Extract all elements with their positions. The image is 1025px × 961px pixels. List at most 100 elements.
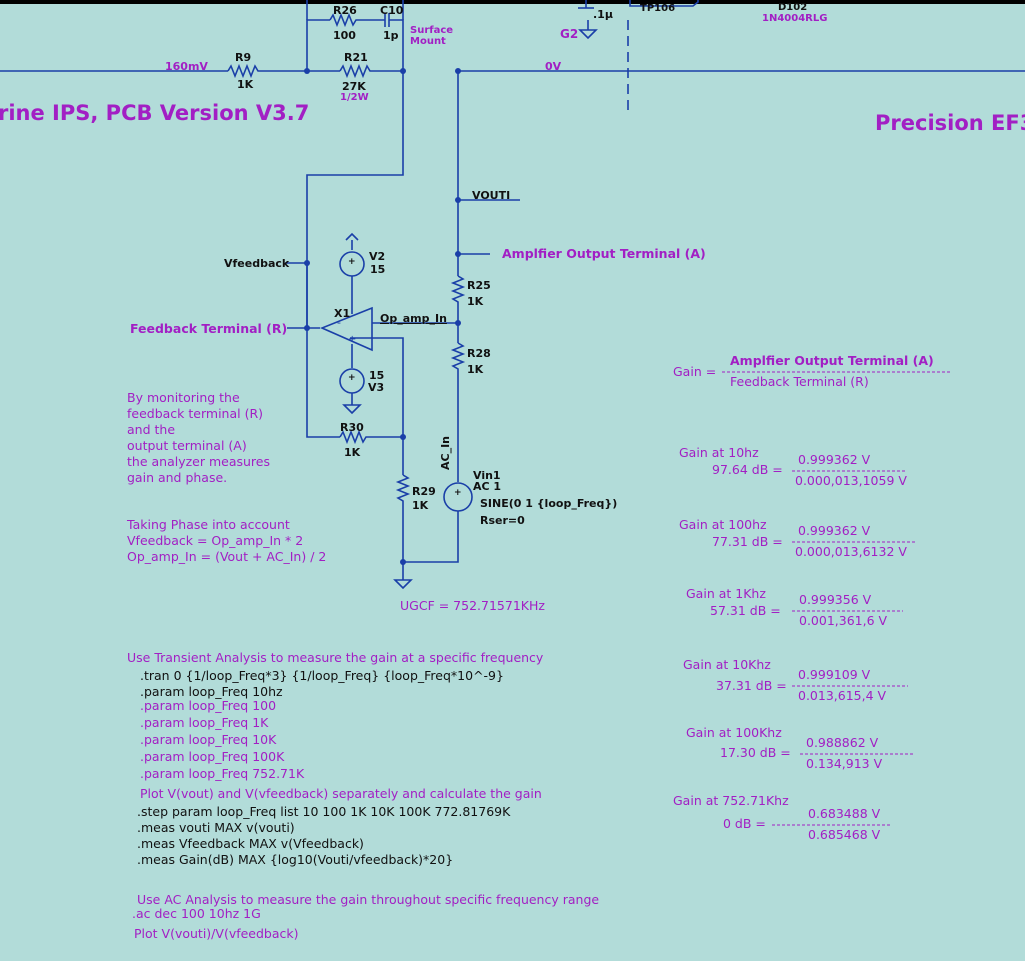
tran-line: .param loop_Freq 100 bbox=[140, 698, 277, 713]
vin1-value: AC 1 bbox=[473, 480, 502, 493]
d102-part: 1N4004RLG bbox=[762, 13, 828, 24]
phase-line: Op_amp_In = (Vout + AC_In) / 2 bbox=[127, 549, 327, 564]
ac-heading: Use AC Analysis to measure the gain thro… bbox=[137, 892, 600, 907]
net-0v: 0V bbox=[545, 60, 562, 73]
gain-formula-denominator: Feedback Terminal (R) bbox=[730, 374, 869, 389]
v3-plus: + bbox=[348, 373, 356, 383]
gain-title: Gain at 100Khz bbox=[686, 725, 782, 740]
r28-value: 1K bbox=[467, 363, 484, 376]
gain-den: 0.001,361,6 V bbox=[799, 613, 888, 628]
gain-title: Gain at 1Khz bbox=[686, 586, 766, 601]
v2-label[interactable]: V2 bbox=[369, 250, 386, 263]
net-ac-in: AC_In bbox=[439, 435, 452, 470]
gain-title: Gain at 752.71Khz bbox=[673, 793, 789, 808]
tran-line: .param loop_Freq 752.71K bbox=[140, 766, 305, 781]
c10-value: 1p bbox=[383, 29, 399, 42]
r30-value: 1K bbox=[344, 446, 361, 459]
gain-den: 0.000,013,1059 V bbox=[795, 473, 907, 488]
monitor-line: By monitoring the bbox=[127, 390, 240, 405]
tran-line: .tran 0 {1/loop_Freq*3} {1/loop_Freq} {l… bbox=[140, 668, 504, 683]
monitor-line: gain and phase. bbox=[127, 470, 228, 485]
phase-line: Taking Phase into account bbox=[127, 517, 290, 532]
r25-label[interactable]: R25 bbox=[467, 279, 491, 292]
gain-db: 0 dB = bbox=[723, 816, 766, 831]
r9-value: 1K bbox=[237, 78, 254, 91]
gain-num: 0.988862 V bbox=[806, 735, 879, 750]
ac-command: .ac dec 100 10hz 1G bbox=[132, 906, 261, 921]
vin1-rser: Rser=0 bbox=[480, 514, 525, 527]
c10-note: Surface Mount bbox=[410, 25, 454, 47]
ac-plot-note: Plot V(vouti)/V(vfeedback) bbox=[134, 926, 299, 941]
ugcf-value: UGCF = 752.71571KHz bbox=[400, 598, 545, 613]
gain-den: 0.685468 V bbox=[808, 827, 881, 842]
meas-line: .step param loop_Freq list 10 100 1K 10K… bbox=[137, 804, 511, 819]
net-160mv: 160mV bbox=[165, 60, 208, 73]
tran-line: .param loop_Freq 100K bbox=[140, 749, 285, 764]
tp106-label[interactable]: TP106 bbox=[640, 3, 676, 14]
net-vfeedback: Vfeedback bbox=[224, 257, 290, 270]
gain-title: Gain at 10hz bbox=[679, 445, 759, 460]
gain-db: 97.64 dB = bbox=[712, 462, 783, 477]
gain-num: 0.999109 V bbox=[798, 667, 871, 682]
gain-formula-numerator: Amplfier Output Terminal (A) bbox=[730, 353, 934, 368]
vin1-sine: SINE(0 1 {loop_Freq}) bbox=[480, 497, 618, 510]
r26-label[interactable]: R26 bbox=[333, 4, 357, 17]
c10-label[interactable]: C10 bbox=[380, 4, 404, 17]
gain-num: 0.683488 V bbox=[808, 806, 881, 821]
cap-top-value: .1μ bbox=[593, 8, 613, 21]
net-op-amp-in: Op_amp_In bbox=[380, 312, 447, 325]
meas-line: .meas vouti MAX v(vouti) bbox=[137, 820, 295, 835]
phase-line: Vfeedback = Op_amp_In * 2 bbox=[127, 533, 304, 548]
g2-label: G2 bbox=[560, 27, 579, 41]
gain-title: Gain at 10Khz bbox=[683, 657, 771, 672]
svg-text:-: - bbox=[337, 316, 341, 329]
transient-heading: Use Transient Analysis to measure the ga… bbox=[127, 650, 544, 665]
r21-label[interactable]: R21 bbox=[344, 51, 368, 64]
v3-label[interactable]: V3 bbox=[368, 381, 385, 394]
r9-label[interactable]: R9 bbox=[235, 51, 252, 64]
v2-plus: + bbox=[348, 257, 356, 267]
svg-text:+: + bbox=[348, 334, 356, 345]
monitor-line: feedback terminal (R) bbox=[127, 406, 264, 421]
gain-db: 57.31 dB = bbox=[710, 603, 781, 618]
v2-value: 15 bbox=[370, 263, 386, 276]
gain-db: 77.31 dB = bbox=[712, 534, 783, 549]
vin1-label[interactable]: Vin1 bbox=[473, 469, 501, 482]
gain-formula-label: Gain = bbox=[673, 364, 717, 379]
title-right: Precision EF3 bbox=[875, 111, 1025, 135]
net-vouti: VOUTI bbox=[472, 189, 511, 202]
feedback-terminal-label: Feedback Terminal (R) bbox=[130, 321, 288, 336]
r30-label[interactable]: R30 bbox=[340, 421, 364, 434]
title-left: rine IPS, PCB Version V3.7 bbox=[0, 101, 310, 125]
tran-line: .param loop_Freq 1K bbox=[140, 715, 269, 730]
r25-value: 1K bbox=[467, 295, 484, 308]
gain-num: 0.999356 V bbox=[799, 592, 872, 607]
tran-line: .param loop_Freq 10hz bbox=[140, 684, 283, 699]
v3-value: 15 bbox=[369, 369, 385, 382]
monitor-line: output terminal (A) bbox=[127, 438, 247, 453]
transient-plot-note: Plot V(vout) and V(vfeedback) separately… bbox=[140, 786, 542, 801]
vin1-plus: + bbox=[454, 488, 462, 498]
gain-title: Gain at 100hz bbox=[679, 517, 767, 532]
gain-den: 0.134,913 V bbox=[806, 756, 883, 771]
r28-label[interactable]: R28 bbox=[467, 347, 491, 360]
monitor-line: the analyzer measures bbox=[127, 454, 270, 469]
meas-line: .meas Gain(dB) MAX {log10(Vouti/vfeedbac… bbox=[137, 852, 454, 867]
gain-den: 0.013,615,4 V bbox=[798, 688, 887, 703]
r21-value: 27K bbox=[342, 80, 366, 93]
gain-num: 0.999362 V bbox=[798, 523, 871, 538]
gain-num: 0.999362 V bbox=[798, 452, 871, 467]
meas-line: .meas Vfeedback MAX v(Vfeedback) bbox=[137, 836, 364, 851]
r29-value: 1K bbox=[412, 499, 429, 512]
tran-line: .param loop_Freq 10K bbox=[140, 732, 277, 747]
gain-den: 0.000,013,6132 V bbox=[795, 544, 907, 559]
d102-label[interactable]: D102 bbox=[778, 2, 808, 13]
r26-value: 100 bbox=[333, 29, 356, 42]
x1-label[interactable]: X1 bbox=[334, 307, 351, 320]
r29-label[interactable]: R29 bbox=[412, 485, 436, 498]
output-terminal-label: Amplfier Output Terminal (A) bbox=[502, 246, 706, 261]
r21-power: 1/2W bbox=[340, 92, 369, 103]
gain-db: 17.30 dB = bbox=[720, 745, 791, 760]
